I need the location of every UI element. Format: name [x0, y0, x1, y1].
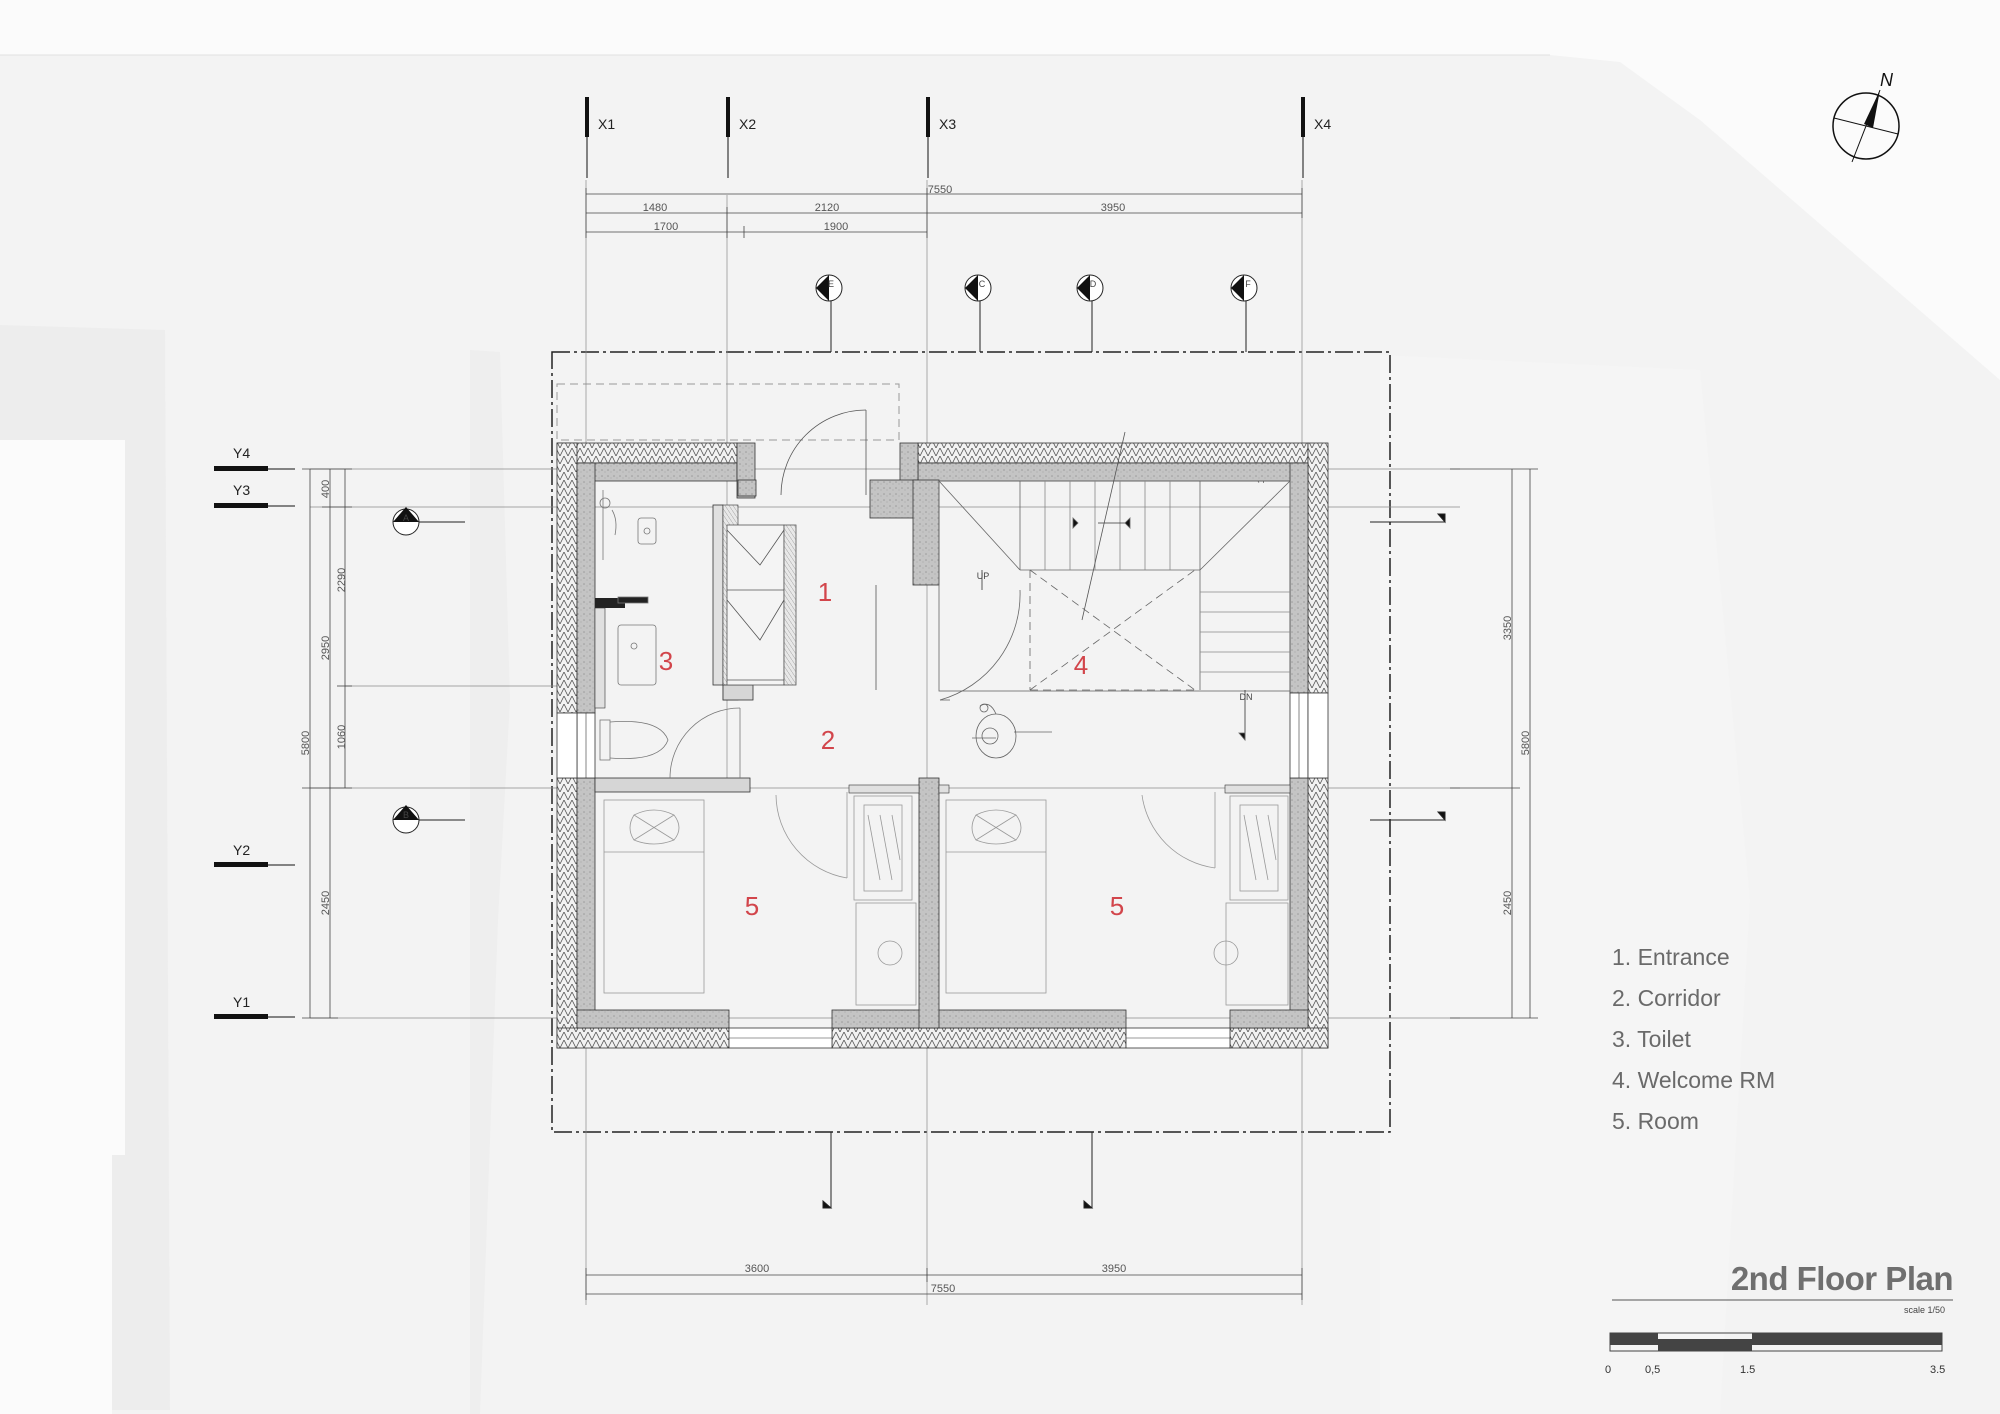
section-marker-e: E	[815, 274, 843, 352]
scale-tick-05: 0,5	[1645, 1364, 1660, 1376]
svg-text:Y2: Y2	[233, 842, 250, 858]
dim-left-2450: 2450	[320, 891, 332, 915]
scale-label: scale 1/50	[1904, 1305, 1945, 1315]
grid-marker-y1: Y1	[214, 994, 295, 1019]
section-marker-a: A	[392, 507, 465, 536]
dim-right-2450: 2450	[1502, 891, 1514, 915]
site-background	[0, 54, 2000, 1414]
svg-text:X3: X3	[939, 116, 956, 132]
svg-text:F: F	[1245, 279, 1251, 289]
dim-top-2120: 2120	[815, 202, 839, 214]
section-marker-c: C	[964, 274, 992, 352]
section-marker-b: B	[392, 805, 465, 834]
person-figure	[972, 703, 1052, 759]
grid-marker-y3: Y3	[214, 482, 295, 508]
site-boundary	[551, 351, 1391, 1133]
dim-bottom-total: 7550	[931, 1283, 955, 1295]
room-number-room-b: 5	[1110, 891, 1124, 921]
plan-title: 2nd Floor Plan	[1731, 1260, 1953, 1297]
dim-top-3950: 3950	[1101, 202, 1125, 214]
svg-text:X1: X1	[598, 116, 615, 132]
exterior-walls	[556, 442, 1329, 1049]
svg-text:X2: X2	[739, 116, 756, 132]
section-marker-f: F	[1230, 274, 1258, 352]
grid-marker-x1: X1	[585, 97, 615, 178]
svg-text:D: D	[1090, 279, 1097, 289]
grid-marker-x4: X4	[1301, 97, 1331, 178]
room-legend: 1. Entrance 2. Corridor 3. Toilet 4. Wel…	[1612, 944, 1775, 1134]
dim-top-1700: 1700	[654, 221, 678, 233]
dim-top-1900: 1900	[824, 221, 848, 233]
grid-markers-x: X1 X2 X3 X4	[585, 97, 1331, 178]
dim-left-2290: 2290	[336, 568, 348, 592]
right-dimensions	[1450, 468, 1538, 1019]
scale-tick-0: 0	[1605, 1364, 1611, 1376]
room-number-room-a: 5	[745, 891, 759, 921]
room-number-corridor: 2	[821, 725, 835, 755]
svg-text:E: E	[828, 279, 834, 289]
svg-text:C: C	[979, 279, 986, 289]
svg-text:Y1: Y1	[233, 994, 250, 1010]
grid-marker-y2: Y2	[214, 842, 295, 867]
svg-text:A: A	[403, 513, 409, 523]
title-block: 2nd Floor Plan scale 1/50 0 0,5 1.5 3.5	[1605, 1260, 1954, 1376]
dim-left-2950: 2950	[320, 636, 332, 660]
top-dimensions	[585, 188, 1303, 238]
north-label: N	[1880, 70, 1894, 90]
room-number-toilet: 3	[659, 646, 673, 676]
svg-text:B: B	[403, 810, 409, 820]
legend-item-welcome: 4. Welcome RM	[1612, 1067, 1775, 1093]
room-number-entrance: 1	[818, 577, 832, 607]
dim-left-400: 400	[320, 480, 332, 498]
svg-text:Y4: Y4	[233, 445, 250, 461]
scale-tick-15: 1.5	[1740, 1364, 1755, 1376]
section-marker-d: D	[1076, 274, 1104, 352]
dim-bottom-3950: 3950	[1102, 1263, 1126, 1275]
dim-left-1060: 1060	[336, 725, 348, 749]
legend-item-entrance: 1. Entrance	[1612, 944, 1730, 970]
svg-text:Y3: Y3	[233, 482, 250, 498]
scale-bar: 0 0,5 1.5 3.5	[1605, 1332, 1945, 1376]
dim-right-3350: 3350	[1502, 616, 1514, 640]
north-arrow: N	[1832, 70, 1900, 163]
grid-markers-y: Y4 Y3 Y2 Y1	[214, 445, 295, 1019]
staircase	[938, 431, 1291, 742]
dim-right-5800: 5800	[1520, 731, 1532, 755]
room-number-welcome: 4	[1074, 650, 1088, 680]
dim-left-5800: 5800	[300, 731, 312, 755]
dim-top-total: 7550	[928, 184, 952, 196]
entrance-fixtures	[726, 409, 877, 690]
bottom-dimensions	[585, 1268, 1303, 1300]
grid-marker-x2: X2	[726, 97, 756, 178]
stair-up-label: UP	[977, 571, 990, 581]
scale-tick-35: 3.5	[1930, 1364, 1945, 1376]
section-markers: A B E C D F	[392, 274, 1446, 1209]
upper-overhang	[556, 383, 900, 441]
grid-marker-x3: X3	[926, 97, 956, 178]
bedroom-1-furniture	[603, 792, 917, 1006]
dim-bottom-3600: 3600	[745, 1263, 769, 1275]
svg-text:X4: X4	[1314, 116, 1331, 132]
legend-item-toilet: 3. Toilet	[1612, 1026, 1691, 1052]
left-dimensions	[302, 468, 352, 1019]
bedroom-2-furniture	[945, 792, 1289, 1006]
dim-top-1480: 1480	[643, 202, 667, 214]
stair-down-label: DN	[1240, 692, 1253, 702]
toilet-fixtures	[599, 490, 741, 779]
room-numbers: 1 2 3 4 5 5	[659, 577, 1124, 921]
legend-item-room: 5. Room	[1612, 1108, 1699, 1134]
legend-item-corridor: 2. Corridor	[1612, 985, 1721, 1011]
grid-marker-y4: Y4	[214, 445, 295, 471]
